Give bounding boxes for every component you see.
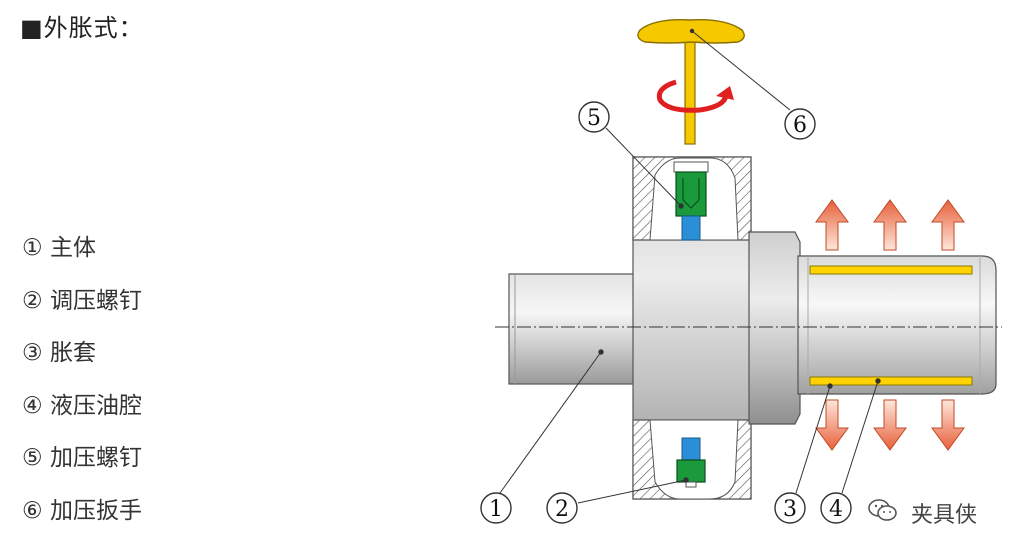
step-ring xyxy=(748,231,801,425)
legend-item-2: ② 调压螺钉 xyxy=(22,287,142,314)
callout-5: 5 xyxy=(578,101,610,133)
callout-3: 3 xyxy=(774,492,806,524)
legend-item-5: ⑤ 加压螺钉 xyxy=(22,445,142,471)
svg-text:5: 5 xyxy=(587,106,601,131)
pressure-screw-top xyxy=(673,161,709,241)
leader-lines xyxy=(499,30,881,504)
svg-text:2: 2 xyxy=(555,497,569,522)
rotation-arrow-icon xyxy=(656,79,734,113)
svg-text:6: 6 xyxy=(793,113,807,138)
expansion-arrows-down xyxy=(815,399,965,451)
callout-2: 2 xyxy=(546,492,578,524)
wechat-icon xyxy=(868,498,898,528)
oil-chamber-top xyxy=(809,265,973,275)
watermark: 夹具侠 xyxy=(868,497,977,529)
svg-text:4: 4 xyxy=(829,497,843,522)
legend-item-1: ① 主体 xyxy=(22,235,96,261)
adjusting-screw-bottom xyxy=(676,437,706,488)
expansion-sleeve xyxy=(797,255,997,395)
expansion-arrows-up xyxy=(815,199,965,251)
page-title: ■外胀式： xyxy=(20,14,144,42)
svg-text:1: 1 xyxy=(489,497,503,522)
callout-6: 6 xyxy=(784,108,816,140)
legend-item-3: ③ 胀套 xyxy=(22,340,96,366)
callout-1: 1 xyxy=(480,492,512,524)
callout-4: 4 xyxy=(820,492,852,524)
watermark-text: 夹具侠 xyxy=(911,503,978,528)
svg-text:3: 3 xyxy=(783,497,797,522)
legend-item-6: ⑥ 加压扳手 xyxy=(22,497,142,524)
legend-item-4: ④ 液压油腔 xyxy=(22,392,142,419)
oil-chamber-bottom xyxy=(809,376,973,386)
left-shaft xyxy=(508,273,638,385)
legend: ① 主体 ② 调压螺钉 ③ 胀套 ④ 液压油腔 ⑤ 加压螺钉 ⑥ 加压扳手 xyxy=(22,230,222,545)
t-wrench xyxy=(637,19,745,145)
